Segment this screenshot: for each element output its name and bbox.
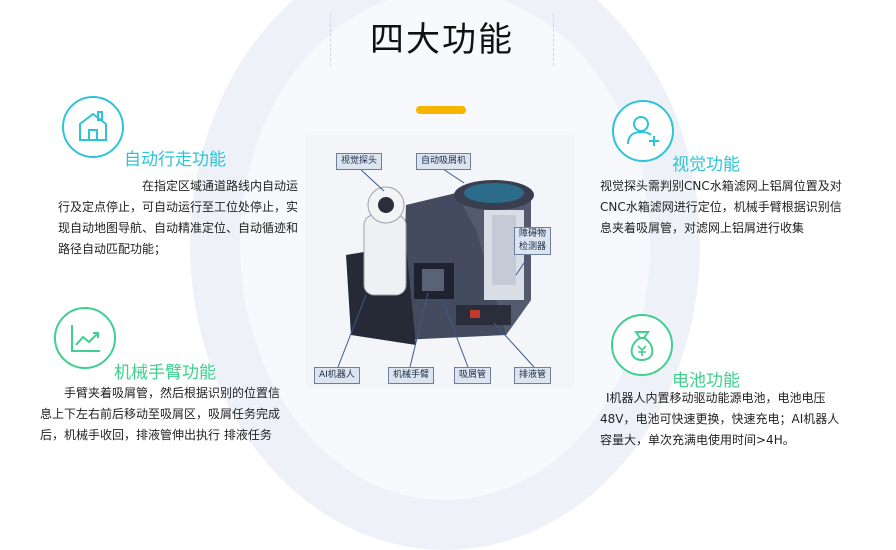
arm-icon-circle: [54, 307, 116, 369]
vision-title: 视觉功能: [672, 155, 740, 175]
callout-obstacle-detector: 障碍物 检测器: [514, 227, 552, 255]
callout-vision-probe: 视觉探头: [336, 153, 383, 170]
arm-title: 机械手臂功能: [114, 363, 216, 383]
auto-drive-icon-circle: [62, 96, 124, 158]
money-bag-icon: [630, 331, 654, 362]
vision-description: 视觉探头需判别CNC水箱滤网上铝屑位置及对CNC水箱滤网进行定位，机械手臂根据识…: [600, 179, 842, 235]
vision-icon-circle: [612, 100, 674, 162]
callout-suction-pipe: 吸屑管: [454, 367, 492, 384]
robot-illustration: [337, 166, 535, 368]
line-chart-icon: [71, 325, 100, 352]
house-icon: [79, 111, 107, 141]
title-accent-bar: [416, 106, 466, 114]
callout-drain-pipe: 排液管: [514, 367, 552, 384]
auto-drive-title: 自动行走功能: [124, 150, 226, 170]
battery-description: I机器人内置移动驱动能源电池，电池电压48V，电池可快速更换，快速充电；AI机器…: [600, 391, 840, 447]
battery-title: 电池功能: [672, 371, 740, 391]
battery-icon-circle: [611, 314, 673, 376]
callout-robot-arm: 机械手臂: [388, 367, 435, 384]
arm-description: 手臂夹着吸屑管，然后根据识别的位置信息上下左右前后移动至吸屑区，吸屑任务完成后，…: [40, 386, 281, 442]
robot-diagram: 视觉探头 自动吸屑机 障碍物 检测器 AI机器人 机械手臂 吸屑管 排液管: [306, 135, 574, 388]
callout-ai-robot: AI机器人: [314, 367, 360, 384]
auto-drive-description: 在指定区域通道路线内自动运行及定点停止，可自动运行至工位处停止，实现自动地图导航…: [58, 179, 299, 256]
callout-auto-suction: 自动吸屑机: [416, 153, 472, 170]
user-add-icon: [627, 116, 659, 146]
page-title: 四大功能: [330, 14, 554, 66]
